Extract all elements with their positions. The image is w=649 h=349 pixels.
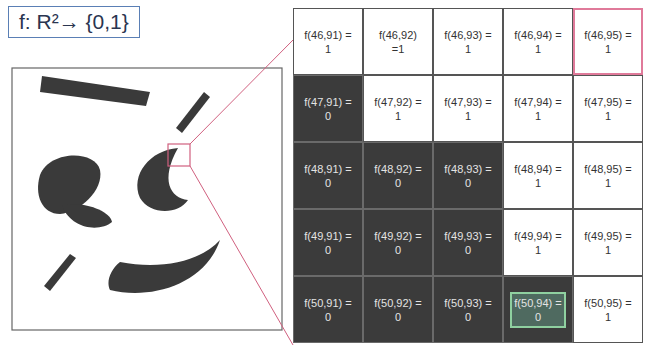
cell-value: f(49,92) = 0 — [372, 229, 424, 257]
cell-value: f(47,93) = 1 — [442, 95, 494, 123]
pixel-cell-light: f(50,95) = 1 — [573, 276, 643, 343]
zoom-region-marker — [168, 144, 190, 166]
pixel-cell-light: f(47,93) = 1 — [433, 75, 503, 142]
pixel-cell-dark: f(48,93) = 0 — [433, 142, 503, 209]
thin-bar-shape — [176, 92, 210, 133]
cell-value: f(47,94) = 1 — [512, 95, 564, 123]
cell-value: f(46,93) = 1 — [442, 28, 494, 56]
cell-value: f(50,94) = 0 — [510, 292, 566, 328]
function-label: f: R²→ {0,1} — [8, 6, 140, 38]
pixel-cell-light: f(46,92) =1 — [363, 8, 433, 75]
cell-value: f(49,93) = 0 — [442, 229, 494, 257]
cell-value: f(47,95) = 1 — [582, 95, 634, 123]
pixel-cell-light: f(49,95) = 1 — [573, 209, 643, 276]
cell-value: f(49,94) = 1 — [512, 229, 564, 257]
pixel-cell-light: f(47,92) = 1 — [363, 75, 433, 142]
zoom-leader-line — [190, 166, 293, 345]
cell-value: f(49,91) = 0 — [302, 229, 354, 257]
crescent-shape — [108, 240, 220, 293]
cell-value: f(48,95) = 1 — [582, 162, 634, 190]
image-frame — [12, 68, 282, 330]
pixel-cell-dark: f(49,91) = 0 — [293, 209, 363, 276]
crescent-shape — [137, 148, 188, 211]
pixel-cell-light: f(47,94) = 1 — [503, 75, 573, 142]
cell-value: f(48,93) = 0 — [442, 162, 494, 190]
pixel-cell-dark: f(50,91) = 0 — [293, 276, 363, 343]
thin-bar-shape — [44, 254, 76, 291]
pixel-cell-light: f(49,94) = 1 — [503, 209, 573, 276]
cell-value: f(48,91) = 0 — [302, 162, 354, 190]
pixel-cell-light: f(46,94) = 1 — [503, 8, 573, 75]
cell-value: f(48,92) = 0 — [372, 162, 424, 190]
zoom-leader-line — [190, 40, 293, 144]
pixel-cell-dark: f(50,94) = 0 — [503, 276, 573, 343]
bar-shape — [40, 76, 150, 106]
cell-value: f(50,95) = 1 — [582, 296, 634, 324]
pixel-cell-light: f(48,95) = 1 — [573, 142, 643, 209]
pixel-cell-dark: f(48,92) = 0 — [363, 142, 433, 209]
cell-value: f(50,93) = 0 — [442, 296, 494, 324]
cell-value: f(46,91) = 1 — [302, 28, 354, 56]
cell-value: f(48,94) = 1 — [512, 162, 564, 190]
pixel-cell-dark: f(49,92) = 0 — [363, 209, 433, 276]
pixel-cell-light: f(46,91) = 1 — [293, 8, 363, 75]
cell-value: f(50,91) = 0 — [302, 296, 354, 324]
cell-value: f(46,92) =1 — [372, 28, 424, 56]
cell-value: f(49,95) = 1 — [582, 229, 634, 257]
pixel-cell-dark: f(49,93) = 0 — [433, 209, 503, 276]
pixel-cell-light: f(48,94) = 1 — [503, 142, 573, 209]
pixel-cell-dark: f(50,93) = 0 — [433, 276, 503, 343]
cell-value: f(47,91) = 0 — [302, 95, 354, 123]
pixel-cell-light: f(46,95) = 1 — [573, 8, 643, 75]
blob-shape — [62, 204, 112, 227]
cell-value: f(46,95) = 1 — [582, 28, 634, 56]
pixel-grid: f(46,91) = 1 f(46,92) =1 f(46,93) = 1 f(46,… — [293, 8, 643, 343]
cell-value: f(46,94) = 1 — [512, 28, 564, 56]
cell-value: f(47,92) = 1 — [372, 95, 424, 123]
pixel-cell-light: f(46,93) = 1 — [433, 8, 503, 75]
pixel-cell-light: f(47,95) = 1 — [573, 75, 643, 142]
cell-value: f(50,92) = 0 — [372, 296, 424, 324]
pixel-cell-dark: f(47,91) = 0 — [293, 75, 363, 142]
pixel-cell-dark: f(50,92) = 0 — [363, 276, 433, 343]
pixel-cell-dark: f(48,91) = 0 — [293, 142, 363, 209]
